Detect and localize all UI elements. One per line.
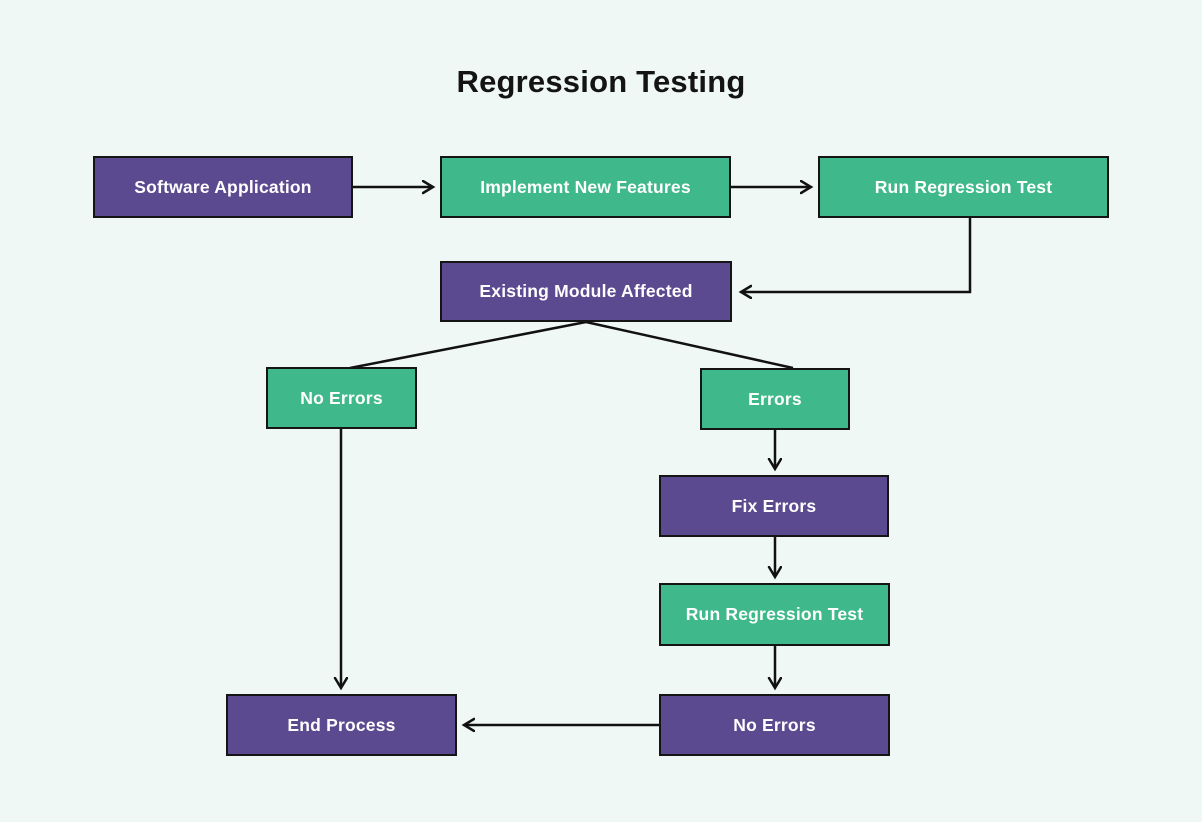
node-label: Fix Errors — [731, 495, 817, 516]
node-fix-errors: Fix Errors — [659, 475, 889, 537]
node-label: No Errors — [733, 714, 816, 735]
node-no-errors-branch: No Errors — [266, 367, 417, 429]
node-label: Implement New Features — [480, 176, 691, 197]
node-software-application: Software Application — [93, 156, 353, 218]
edge-existing-module-affected-to-errors — [585, 320, 794, 370]
node-errors-branch: Errors — [700, 368, 850, 430]
node-label: Software Application — [134, 176, 312, 197]
node-implement-new-features: Implement New Features — [440, 156, 731, 218]
node-label: Run Regression Test — [874, 176, 1053, 197]
node-label: Errors — [748, 388, 802, 409]
node-existing-module-affected: Existing Module Affected — [440, 261, 732, 322]
node-label: Run Regression Test — [685, 604, 864, 624]
node-label: No Errors — [300, 387, 383, 408]
node-no-errors-final: No Errors — [659, 694, 890, 756]
diagram-title: Regression Testing — [456, 64, 746, 99]
node-label: Existing Module Affected — [479, 281, 693, 301]
edge-run-regression-test-to-existing-module-affected — [741, 218, 972, 292]
node-label: End Process — [287, 714, 396, 735]
node-end-process: End Process — [226, 694, 457, 756]
node-run-regression-test-1: Run Regression Test — [818, 156, 1109, 218]
node-run-regression-test-2: Run Regression Test — [659, 583, 890, 646]
edge-existing-module-affected-to-no-errors — [349, 320, 587, 370]
